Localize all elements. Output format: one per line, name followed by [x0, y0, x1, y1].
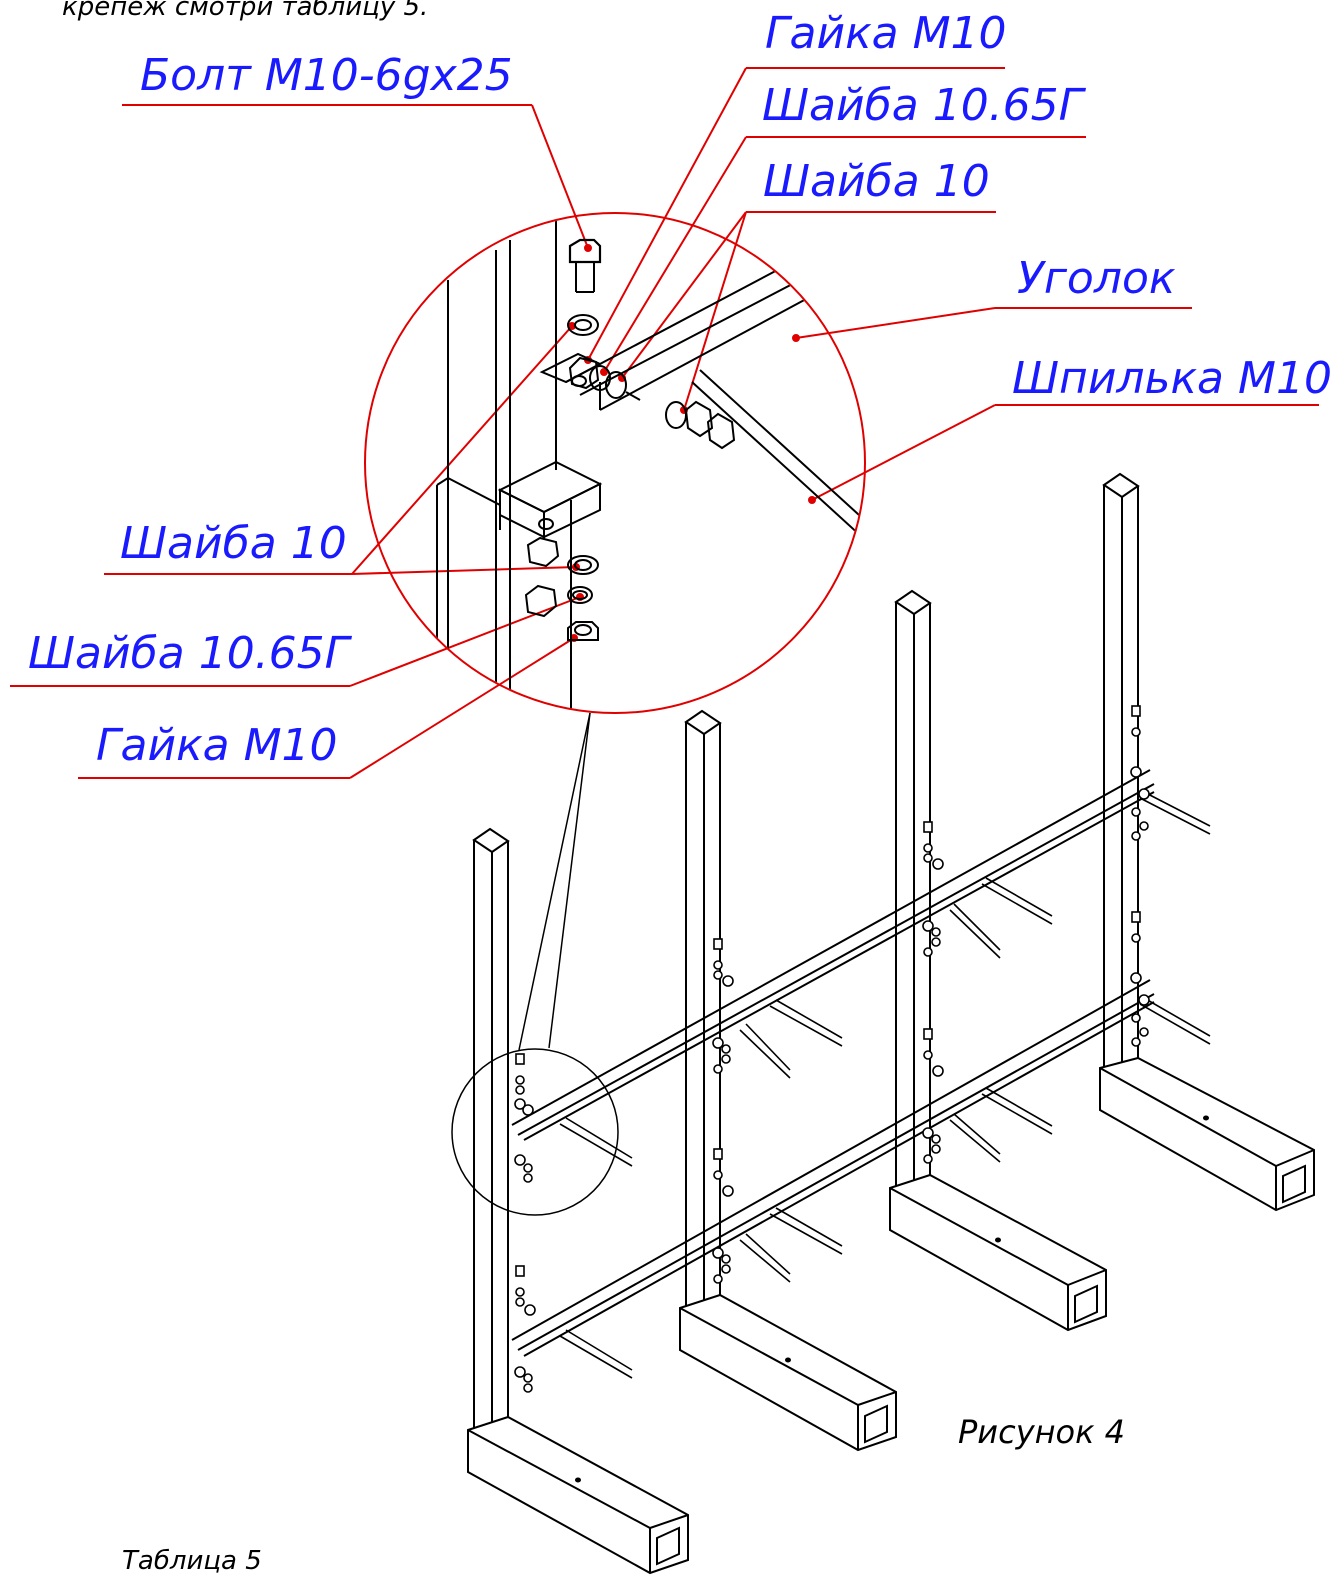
callout-angle-label: Уголок — [1017, 253, 1176, 304]
callout-spring-washer-left-label: Шайба 10.65Г — [28, 628, 350, 679]
studs — [559, 791, 1211, 1379]
detail-connector-lines — [518, 712, 591, 1051]
leader-lines — [10, 67, 1319, 779]
foot-holes — [575, 1115, 1209, 1483]
callout-bolt-label: Болт М10-6gх25 — [140, 50, 513, 101]
header-note: крепеж смотри таблицу 5. — [62, 0, 429, 22]
lower-beam — [511, 979, 1155, 1357]
upright-4 — [1099, 472, 1315, 1212]
callout-washer-top-label: Шайба 10 — [763, 156, 990, 207]
upper-beam — [511, 769, 1155, 1141]
detail-source-circle — [451, 1048, 619, 1216]
detail-view-contents — [436, 220, 864, 712]
callout-stud-label: Шпилька М10 — [1012, 353, 1332, 404]
rack-assembly — [467, 472, 1315, 1575]
upright-2 — [679, 709, 897, 1452]
upright-3 — [889, 589, 1107, 1332]
callout-washer-left-label: Шайба 10 — [120, 518, 347, 569]
upright-1 — [467, 827, 689, 1575]
callout-spring-washer-top-label: Шайба 10.65Г — [762, 80, 1084, 131]
detail-view-circle — [364, 212, 866, 714]
figure-caption: Рисунок 4 — [958, 1413, 1125, 1451]
table-caption: Таблица 5 — [122, 1546, 262, 1576]
callout-nut-left-label: Гайка М10 — [96, 720, 338, 771]
fastener-clusters — [514, 705, 1150, 1393]
callout-nut-top-label: Гайка М10 — [765, 8, 1007, 59]
